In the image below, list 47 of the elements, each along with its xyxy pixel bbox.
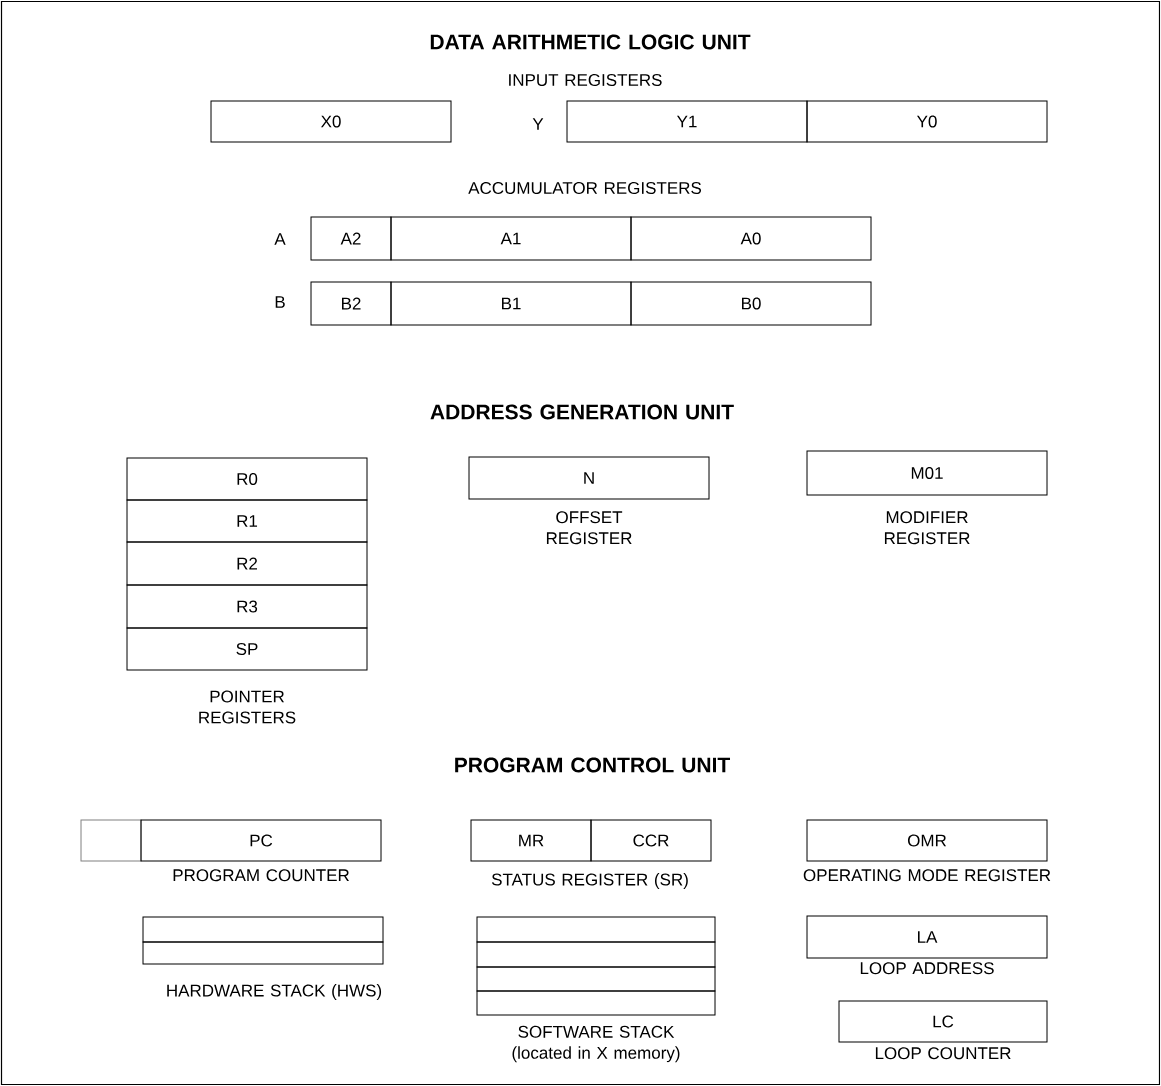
register-caption: MODIFIER REGISTER <box>884 511 970 545</box>
section-heading: DATA ARITHMETIC LOGIC UNIT <box>430 34 751 50</box>
register-cell: LC <box>838 1000 1048 1043</box>
register-cell: R0 <box>126 457 368 501</box>
section-heading: ADDRESS GENERATION UNIT <box>430 404 734 420</box>
register-letter: A <box>274 233 286 245</box>
empty-register-cell <box>476 990 716 1016</box>
register-cell: B2 <box>310 281 392 326</box>
register-caption: OPERATING MODE REGISTER <box>803 869 1051 882</box>
register-cell: A1 <box>390 216 632 261</box>
group-caption: SOFTWARE STACK (located in X memory) <box>512 1025 680 1063</box>
group-caption: HARDWARE STACK (HWS) <box>167 984 382 1000</box>
register-cell: Y0 <box>806 100 1048 143</box>
register-cell: M01 <box>806 450 1048 496</box>
register-cell: R2 <box>126 541 368 586</box>
register-cell: B1 <box>390 281 632 326</box>
register-cell: R1 <box>126 499 368 543</box>
empty-register-cell <box>80 819 142 862</box>
empty-register-cell <box>476 966 716 992</box>
group-caption: ACCUMULATOR REGISTERS <box>468 182 701 194</box>
register-caption: OFFSET REGISTER <box>546 511 632 545</box>
empty-register-cell <box>476 916 716 943</box>
empty-register-cell <box>142 916 384 943</box>
register-cell: B0 <box>630 281 872 326</box>
group-caption: INPUT REGISTERS <box>509 74 662 86</box>
register-cell: CCR <box>590 819 712 862</box>
register-caption: LOOP ADDRESS <box>860 962 994 975</box>
empty-register-cell <box>476 941 716 968</box>
register-cell: N <box>468 456 710 500</box>
register-cell: A0 <box>630 216 872 261</box>
register-cell: X0 <box>210 100 452 143</box>
register-cell: Y1 <box>566 100 808 143</box>
register-cell: MR <box>470 819 592 862</box>
register-cell: OMR <box>806 819 1048 862</box>
section-heading: PROGRAM CONTROL UNIT <box>455 757 730 773</box>
register-caption: PROGRAM COUNTER <box>173 869 349 882</box>
register-caption: LOOP COUNTER <box>875 1047 1011 1060</box>
register-letter: B <box>275 296 285 308</box>
register-cell: PC <box>140 819 382 862</box>
empty-register-cell <box>142 941 384 965</box>
register-cell: A2 <box>310 216 392 261</box>
group-caption: STATUS REGISTER (SR) <box>491 873 688 889</box>
register-cell: LA <box>806 915 1048 959</box>
register-cell: SP <box>126 627 368 671</box>
register-cell: R3 <box>126 584 368 629</box>
group-caption: POINTER REGISTERS <box>199 690 296 724</box>
register-letter: Y <box>532 118 544 130</box>
